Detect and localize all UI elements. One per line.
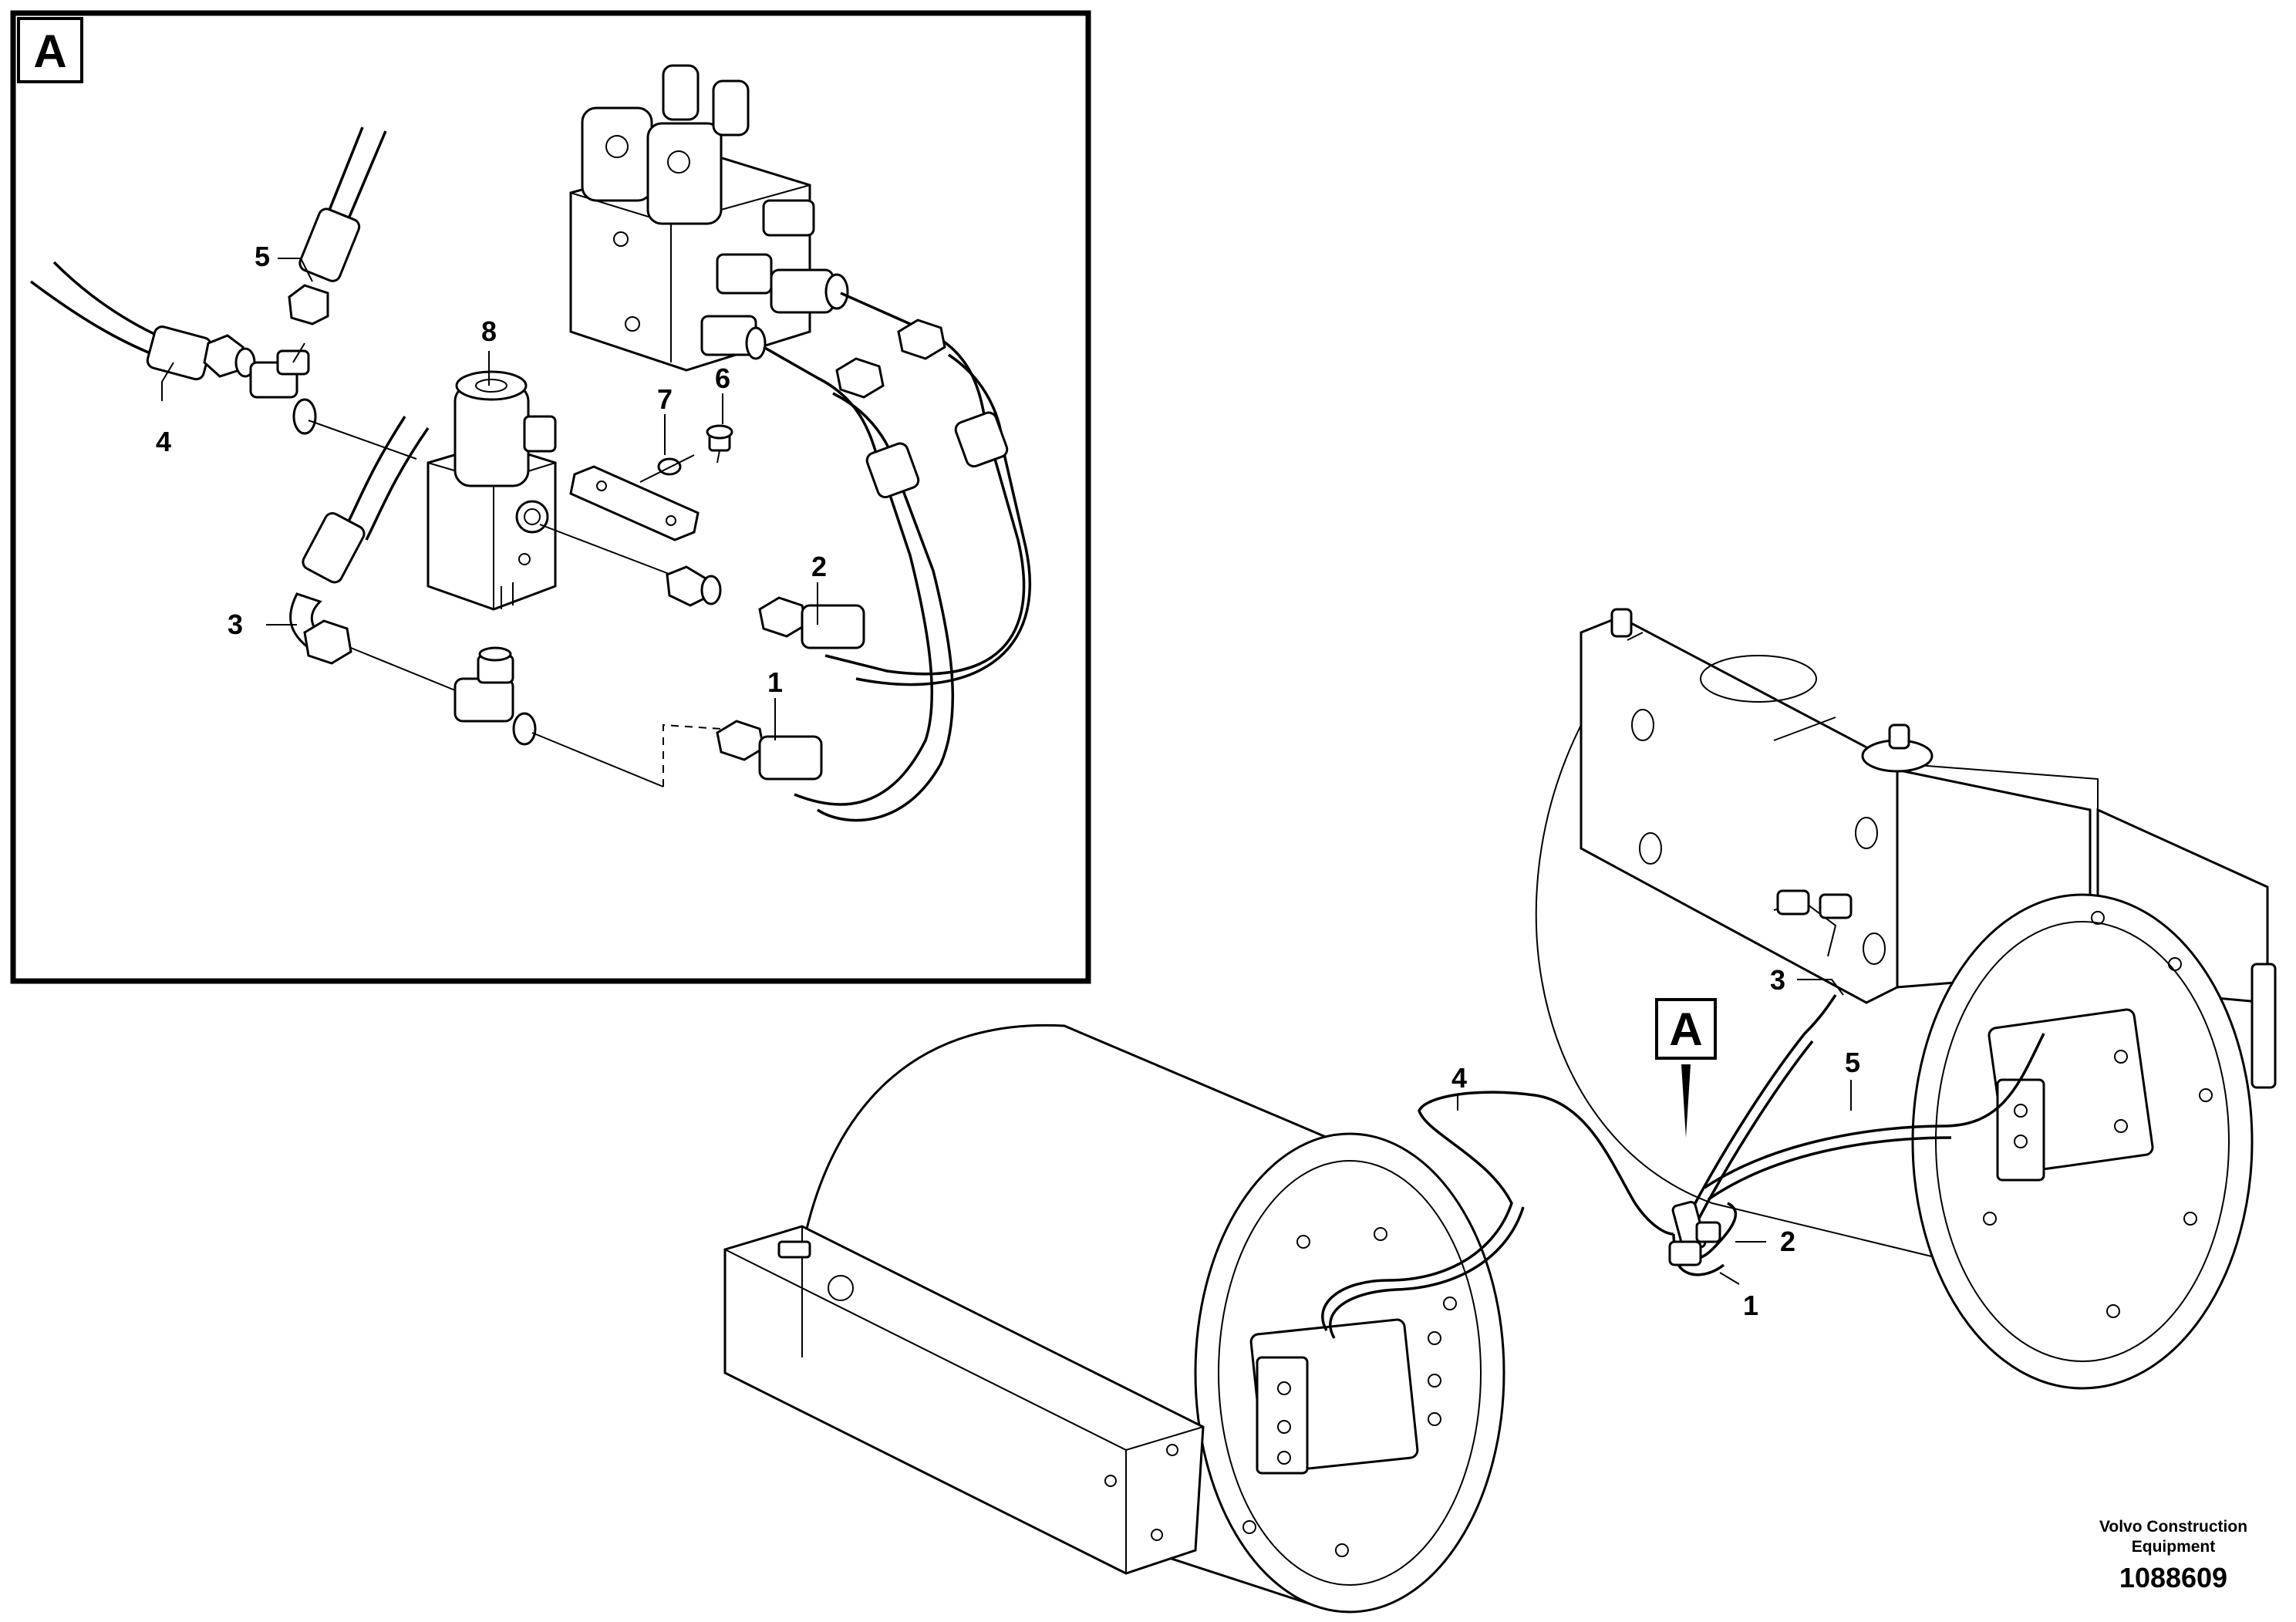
hose-5 (288, 126, 387, 325)
footer: Volvo Construction Equipment 1088609 (2099, 1518, 2247, 1593)
callout-6: 6 (715, 363, 730, 394)
hose-4 (29, 261, 256, 381)
rear-machine (1535, 608, 2277, 1390)
callout-8: 8 (481, 315, 497, 347)
overview-hoses (1321, 994, 2045, 1339)
callout-2: 2 (811, 551, 827, 582)
tee-fitting-upper (249, 342, 417, 460)
plate-and-fasteners (569, 424, 733, 541)
tee-fitting-lower (453, 646, 722, 787)
callout-1: 1 (767, 666, 783, 698)
adapter-fitting (539, 524, 722, 607)
front-drum (723, 1023, 1505, 1614)
overview: A 4 3 5 2 1 (723, 608, 2277, 1614)
overview-callout-1: 1 (1743, 1290, 1758, 1321)
callout-3: 3 (228, 609, 243, 640)
overview-leaders (1457, 979, 1852, 1285)
overview-callout-4: 4 (1451, 1062, 1467, 1094)
detail-view-a: A (10, 10, 1091, 984)
hose-pair (716, 292, 1031, 822)
overview-callout-2: 2 (1780, 1226, 1795, 1257)
company-name-line2: Equipment (2132, 1538, 2216, 1556)
callout-4: 4 (156, 426, 171, 457)
detail-marker-a: A (1655, 998, 1717, 1138)
detail-marker-label: A (1669, 1003, 1702, 1055)
callout-5: 5 (255, 241, 270, 272)
overview-callout-5: 5 (1845, 1047, 1860, 1078)
hose-3 (289, 416, 456, 691)
detail-label: A (33, 25, 66, 77)
company-name-line1: Volvo Construction (2099, 1518, 2247, 1536)
detail-marker-pointer (1681, 1064, 1691, 1138)
detail-leaders (161, 258, 818, 740)
callout-7: 7 (657, 383, 673, 415)
drawing-number: 1088609 (2119, 1562, 2227, 1593)
solenoid-block (426, 370, 557, 611)
valve-block (569, 64, 849, 372)
detail-label-box (17, 17, 83, 83)
detail-marker-box (1655, 998, 1717, 1060)
overview-callout-3: 3 (1770, 964, 1785, 996)
detail-frame (10, 10, 1091, 984)
